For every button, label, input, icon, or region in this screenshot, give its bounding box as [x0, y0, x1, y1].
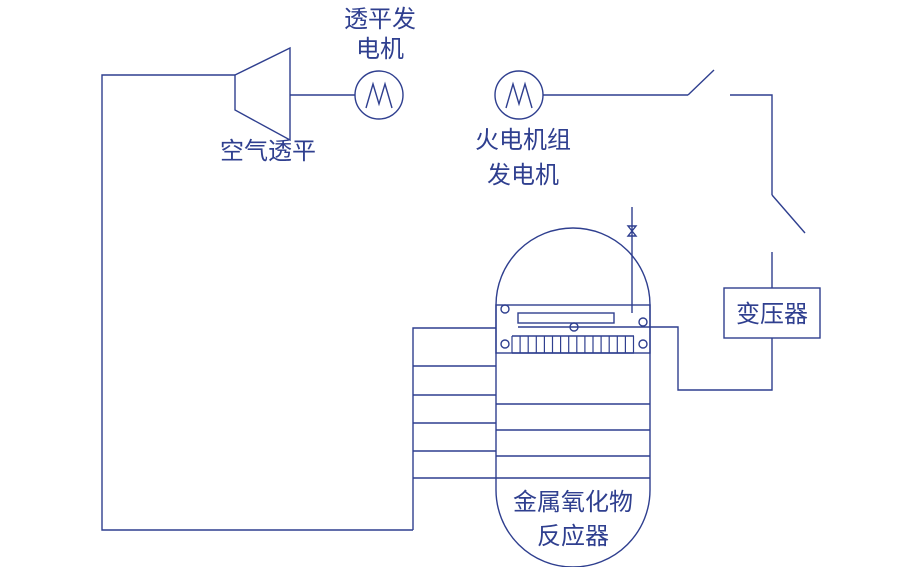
- switch-1-blade: [687, 69, 715, 96]
- reactor-label-line1: 金属氧化物: [513, 488, 633, 516]
- thermal-generator-symbol: [494, 70, 544, 120]
- valve-icon: [626, 225, 638, 237]
- terminal-circle-top-left: [500, 304, 510, 314]
- turbine-generator-label-line1: 透平发: [344, 5, 416, 33]
- outer-loop-wire: [101, 74, 413, 531]
- transformer-label: 变压器: [736, 300, 808, 328]
- terminal-circle-center: [569, 322, 579, 332]
- terminal-circle-top-right: [638, 317, 648, 327]
- reactor-vessel: [495, 227, 651, 568]
- terminal-circle-bottom-left: [500, 339, 510, 349]
- turbine-generator-label-line2: 电机: [356, 35, 404, 63]
- thermal-generator-label-line2: 发电机: [487, 161, 559, 189]
- terminal-circle-bottom-right: [638, 339, 648, 349]
- transformer-output-wire: [642, 326, 773, 391]
- turbine-generator-wave-icon: [365, 81, 393, 109]
- reactor-side-channel: [412, 327, 496, 530]
- air-turbine-symbol: [234, 46, 291, 142]
- thermal-generator-wave-icon: [505, 81, 533, 109]
- switch-2-blade: [771, 194, 806, 234]
- air-turbine-label: 空气透平: [220, 137, 316, 165]
- switch-link-wire: [730, 94, 773, 195]
- heating-grid-ticks: [511, 336, 635, 353]
- reactor-label-line2: 反应器: [537, 522, 609, 550]
- heating-element-frame: [495, 304, 651, 354]
- heating-element-core: [517, 312, 615, 324]
- thermal-generator-label-line1: 火电机组: [475, 126, 571, 154]
- turbine-generator-symbol: [354, 70, 404, 120]
